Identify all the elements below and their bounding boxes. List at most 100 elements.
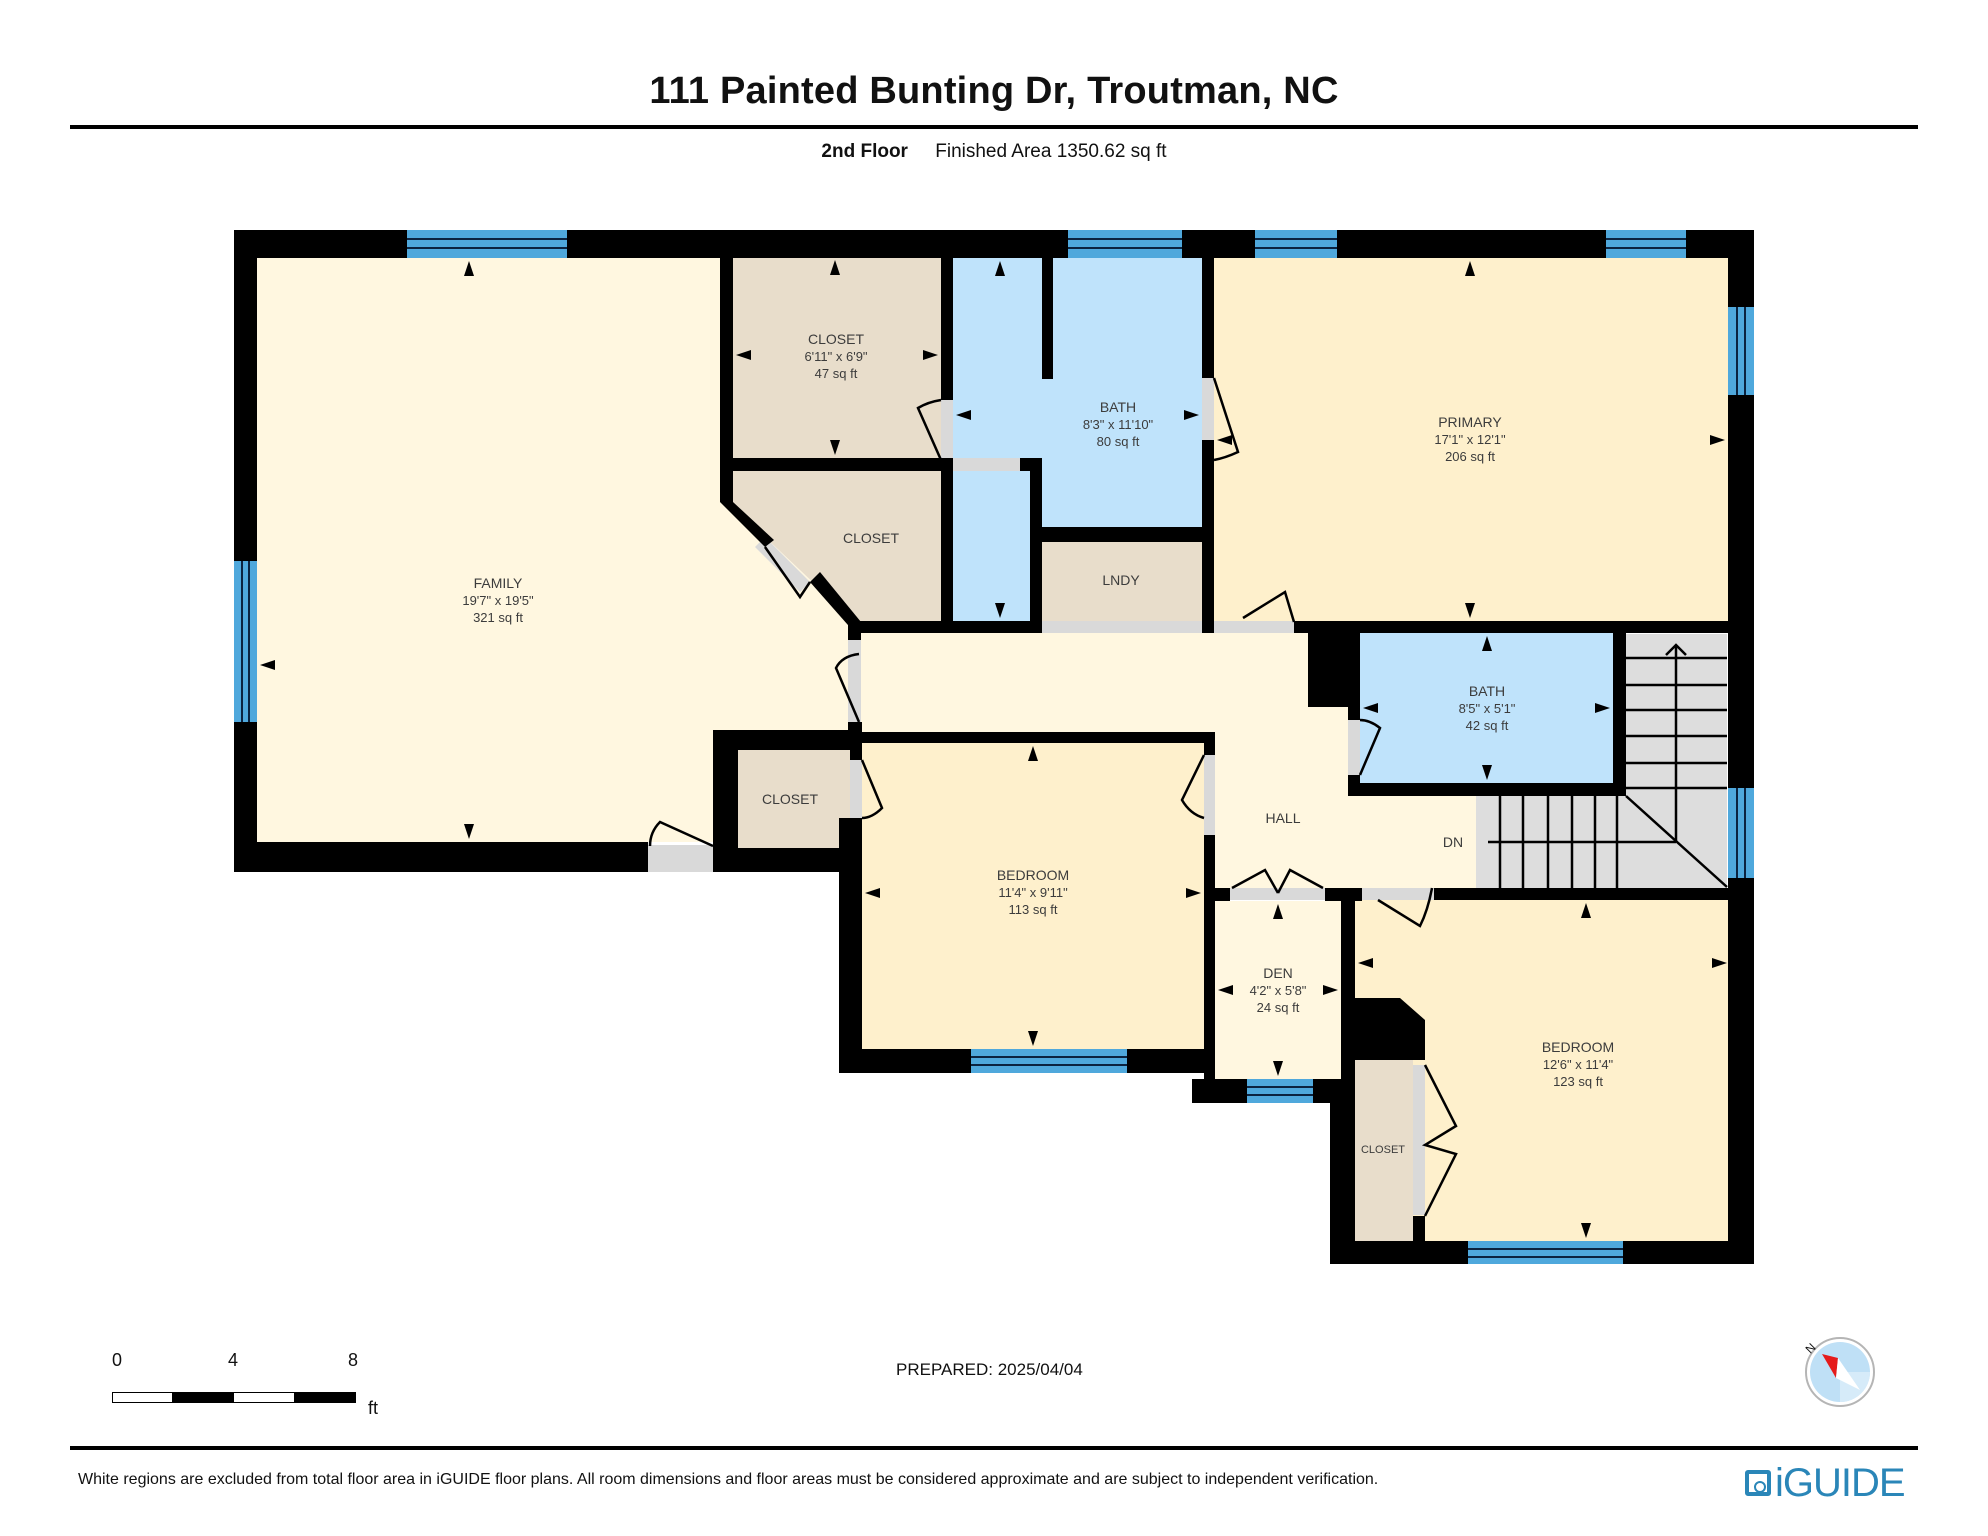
svg-text:CLOSET: CLOSET (1361, 1144, 1405, 1156)
svg-text:DEN: DEN (1263, 965, 1293, 981)
iguide-logo: iGUIDE (1745, 1460, 1906, 1506)
room-name: BEDROOM (1542, 1039, 1614, 1055)
compass-icon: N (1803, 1337, 1875, 1407)
svg-text:6'11" x 6'9": 6'11" x 6'9" (804, 349, 867, 364)
svg-text:17'1" x 12'1": 17'1" x 12'1" (1434, 432, 1506, 447)
svg-text:42 sq ft: 42 sq ft (1466, 718, 1509, 733)
room-area: 80 sq ft (1097, 434, 1140, 449)
room-dims: 6'11" x 6'9" (804, 349, 867, 364)
primary-floor (1214, 258, 1728, 621)
scale-tick: 0 (112, 1350, 123, 1370)
svg-text:PRIMARY: PRIMARY (1438, 414, 1502, 430)
svg-text:DN: DN (1443, 834, 1463, 850)
floor-plan: FAMILY 19'7" x 19'5" 321 sq ft CLOSET 6'… (234, 230, 1754, 1264)
room-area: 321 sq ft (473, 610, 523, 625)
svg-text:24 sq ft: 24 sq ft (1257, 1000, 1300, 1015)
room-name: DEN (1263, 965, 1293, 981)
svg-text:CLOSET: CLOSET (762, 791, 818, 807)
scale-segment (112, 1392, 173, 1403)
stairs-down-label: DN (1443, 834, 1463, 850)
svg-text:BEDROOM: BEDROOM (1542, 1039, 1614, 1055)
svg-text:4'2" x 5'8": 4'2" x 5'8" (1250, 983, 1307, 998)
svg-text:FAMILY: FAMILY (474, 575, 523, 591)
room-name: BEDROOM (997, 867, 1069, 883)
camera-icon (1745, 1470, 1771, 1496)
bedroom-1-floor (862, 743, 1204, 1049)
closet-4-floor (1355, 1060, 1413, 1241)
footer-divider (70, 1446, 1918, 1450)
window (971, 1049, 1127, 1073)
scale-tick: 4 (228, 1350, 239, 1370)
scale-tick: 8 (348, 1350, 359, 1370)
staircase (1488, 643, 1728, 888)
bath-1-floor (953, 258, 1202, 621)
disclaimer-text: White regions are excluded from total fl… (78, 1471, 1379, 1488)
den-floor (1215, 901, 1341, 1079)
scale-unit: ft (368, 1398, 379, 1418)
closet-2-floor (733, 471, 941, 622)
room-dims: 8'3" x 11'10" (1083, 417, 1154, 432)
room-dims: 12'6" x 11'4" (1543, 1057, 1614, 1072)
window (1247, 1079, 1313, 1103)
room-name: BATH (1469, 683, 1505, 699)
svg-text:206 sq ft: 206 sq ft (1445, 449, 1495, 464)
dimension-markers (260, 260, 1727, 1238)
window (1728, 788, 1754, 878)
finished-area: Finished Area 1350.62 sq ft (935, 141, 1167, 162)
floor-summary: 2nd Floor Finished Area 1350.62 sq ft (0, 141, 1988, 163)
room-dims: 19'7" x 19'5" (462, 593, 534, 608)
room-area: 24 sq ft (1257, 1000, 1300, 1015)
svg-text:113 sq ft: 113 sq ft (1009, 902, 1058, 917)
scale-bar: 0 4 8 ft (112, 1350, 412, 1418)
room-fills (257, 258, 1730, 1241)
svg-text:CLOSET: CLOSET (808, 331, 864, 347)
scale-segment (294, 1392, 356, 1403)
room-dims: 11'4" x 9'11" (998, 885, 1068, 900)
room-area: 206 sq ft (1445, 449, 1495, 464)
svg-text:12'6" x 11'4": 12'6" x 11'4" (1543, 1057, 1614, 1072)
svg-text:BATH: BATH (1100, 399, 1136, 415)
svg-text:80 sq ft: 80 sq ft (1097, 434, 1140, 449)
window (407, 230, 567, 258)
room-name: CLOSET (762, 791, 818, 807)
window (234, 561, 257, 722)
window (1728, 307, 1754, 395)
window (1255, 230, 1337, 258)
svg-text:HALL: HALL (1265, 810, 1300, 826)
logo-text: iGUIDE (1775, 1460, 1906, 1505)
svg-text:8'3" x 11'10": 8'3" x 11'10" (1083, 417, 1154, 432)
svg-text:19'7" x 19'5": 19'7" x 19'5" (462, 593, 534, 608)
family-room-floor (257, 258, 720, 842)
page-title: 111 Painted Bunting Dr, Troutman, NC (649, 70, 1339, 112)
prepared-date: PREPARED: 2025/04/04 (896, 1360, 1083, 1379)
hall-floor (861, 633, 1476, 900)
windows (234, 230, 1754, 1264)
room-dims: 8'5" x 5'1" (1459, 701, 1516, 716)
room-name: PRIMARY (1438, 414, 1502, 430)
svg-text:LNDY: LNDY (1102, 572, 1140, 588)
room-area: 47 sq ft (815, 366, 858, 381)
door-swings (648, 377, 1458, 1217)
room-area: 123 sq ft (1553, 1074, 1603, 1089)
scale-segment (233, 1392, 295, 1403)
laundry-floor (1042, 542, 1202, 622)
room-name: CLOSET (1361, 1144, 1405, 1156)
header-divider (70, 125, 1918, 129)
svg-text:CLOSET: CLOSET (843, 530, 899, 546)
room-area: 113 sq ft (1009, 902, 1058, 917)
svg-text:8'5" x 5'1": 8'5" x 5'1" (1459, 701, 1516, 716)
scale-segment (172, 1392, 234, 1403)
room-name: LNDY (1102, 572, 1140, 588)
svg-text:47 sq ft: 47 sq ft (815, 366, 858, 381)
window (1068, 230, 1182, 258)
room-area: 42 sq ft (1466, 718, 1509, 733)
door-thresholds (648, 378, 1434, 1215)
family-extension-floor (720, 502, 855, 732)
room-name: HALL (1265, 810, 1300, 826)
room-name: CLOSET (808, 331, 864, 347)
window (1468, 1241, 1623, 1264)
floor-label: 2nd Floor (821, 141, 908, 162)
room-name: FAMILY (474, 575, 523, 591)
room-dims: 17'1" x 12'1" (1434, 432, 1506, 447)
window (1606, 230, 1686, 258)
